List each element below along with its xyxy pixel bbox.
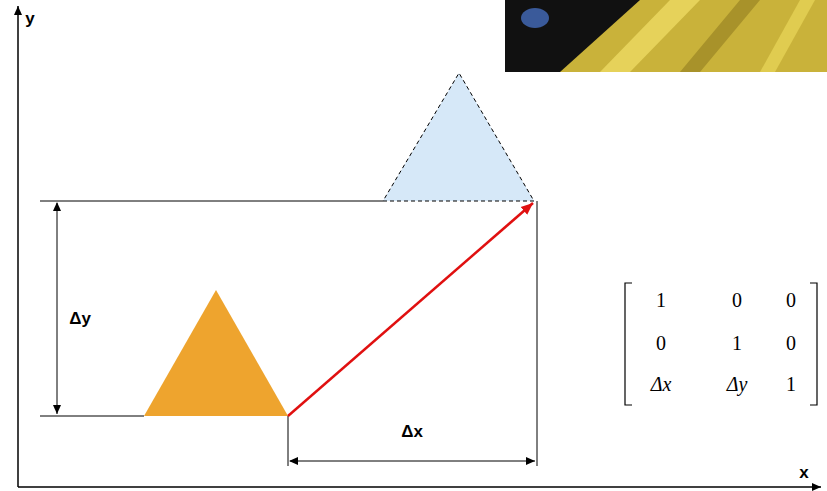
matrix-bracket xyxy=(625,283,632,405)
matrix-cell: 0 xyxy=(656,333,666,353)
matrix-cell: 0 xyxy=(786,290,796,310)
photo-inset xyxy=(505,0,827,72)
matrix-cell: 1 xyxy=(732,333,742,353)
dimension-label: Δy xyxy=(69,310,91,327)
matrix-cell: 1 xyxy=(786,374,796,394)
dimension-line xyxy=(57,203,58,414)
matrix-cell: 1 xyxy=(656,290,666,310)
extension-line xyxy=(40,201,383,202)
translated-triangle xyxy=(383,73,534,201)
matrix-cell: 0 xyxy=(732,290,742,310)
axis-label: y xyxy=(25,10,34,27)
original-triangle xyxy=(144,290,288,416)
extension-line xyxy=(288,416,289,466)
axis-label: x xyxy=(799,464,808,481)
matrix-cell: Δx xyxy=(651,374,672,394)
dimension-line xyxy=(290,461,535,462)
extension-line xyxy=(40,416,144,417)
translation-vector xyxy=(288,203,533,416)
matrix-cell: 0 xyxy=(786,333,796,353)
matrix-bracket xyxy=(810,283,817,405)
y-axis xyxy=(17,6,19,487)
matrix-cell: Δy xyxy=(727,374,748,394)
extension-line xyxy=(537,201,538,466)
dimension-label: Δx xyxy=(401,423,423,440)
x-axis xyxy=(18,486,821,488)
